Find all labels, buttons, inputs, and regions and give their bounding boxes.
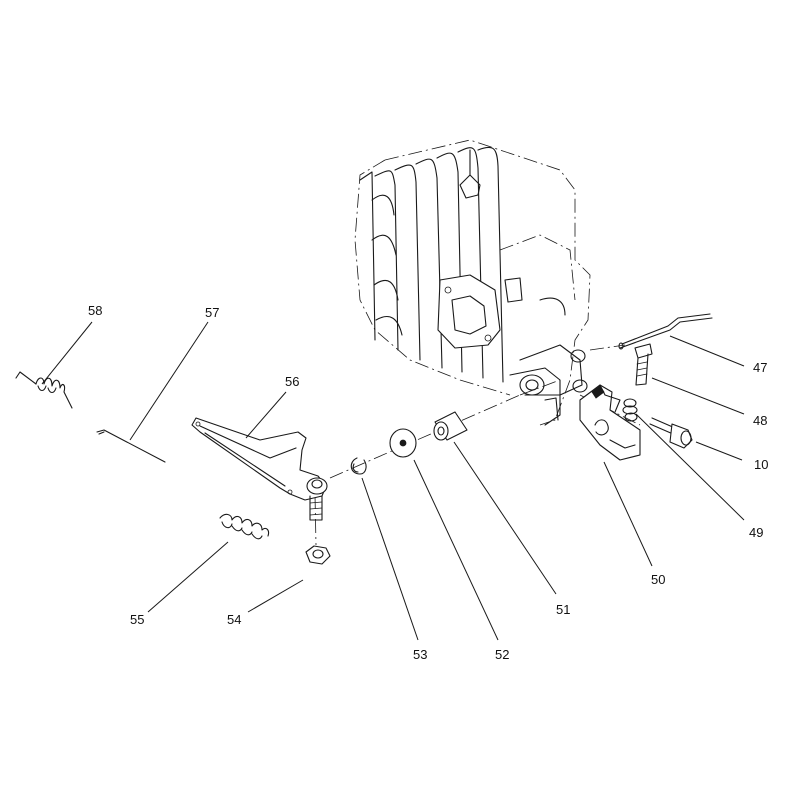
label-50: 50 <box>651 572 665 587</box>
leader-55 <box>147 541 229 613</box>
leader-10 <box>695 441 743 461</box>
leader-lines <box>41 321 745 641</box>
leader-48 <box>651 377 745 415</box>
part-number-labels: 58 57 56 47 48 10 49 50 51 52 53 54 55 <box>88 303 768 662</box>
label-56: 56 <box>285 374 299 389</box>
leader-51 <box>453 441 557 595</box>
part-52-washer <box>389 428 417 458</box>
part-57-link-rod <box>96 429 166 463</box>
part-53-clip <box>350 457 367 475</box>
leader-53 <box>361 477 419 641</box>
label-52: 52 <box>495 647 509 662</box>
part-54-hex-nut <box>305 545 331 565</box>
label-57: 57 <box>205 305 219 320</box>
label-51: 51 <box>556 602 570 617</box>
part-49-spring <box>622 398 638 422</box>
part-10-bolt <box>649 417 693 449</box>
label-55: 55 <box>130 612 144 627</box>
part-50-lever-bracket <box>579 384 641 461</box>
part-47-throttle-rod <box>618 313 713 350</box>
label-47: 47 <box>753 360 767 375</box>
label-49: 49 <box>749 525 763 540</box>
leader-50 <box>603 461 653 567</box>
part-58-governor-spring <box>15 371 73 409</box>
part-48-screw <box>634 343 653 386</box>
leader-54 <box>247 579 304 613</box>
label-10: 10 <box>754 457 768 472</box>
label-53: 53 <box>413 647 427 662</box>
leader-58 <box>41 321 93 385</box>
leader-52 <box>413 459 499 641</box>
leader-47 <box>669 335 745 367</box>
part-51-bushing <box>433 411 468 441</box>
part-56-governor-lever <box>191 417 328 521</box>
engine-block-drawing <box>354 139 591 426</box>
leader-57 <box>129 321 209 441</box>
assembly-centerlines <box>314 344 641 546</box>
part-55-spring <box>219 513 270 540</box>
label-54: 54 <box>227 612 241 627</box>
leader-56 <box>245 391 287 439</box>
label-48: 48 <box>753 413 767 428</box>
label-58: 58 <box>88 303 102 318</box>
leader-49 <box>635 413 745 521</box>
